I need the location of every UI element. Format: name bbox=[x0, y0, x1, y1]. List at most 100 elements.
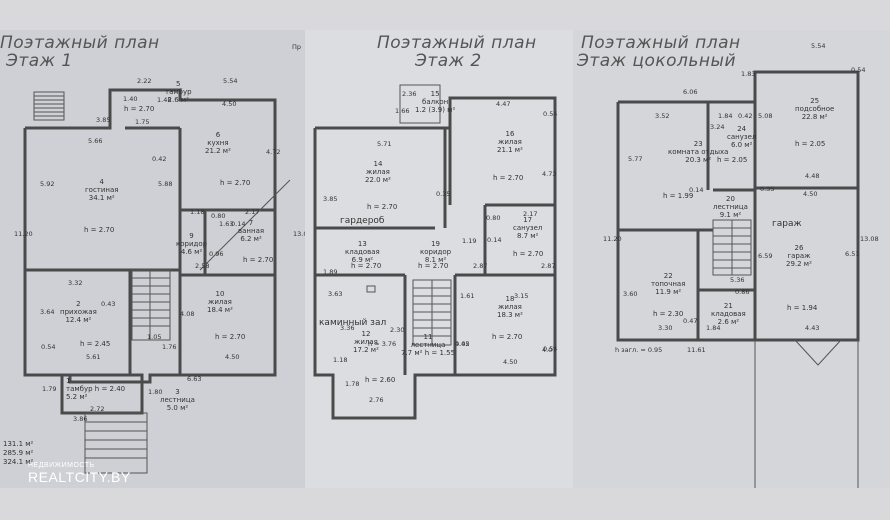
floor-plan-level-1: Поэтажный план Этаж 1 Пр bbox=[0, 30, 312, 488]
dim: 1.79 bbox=[42, 385, 57, 393]
dim: 2.17 bbox=[245, 208, 260, 216]
room-17-height: h = 2.70 bbox=[513, 250, 544, 258]
dim: 3.30 bbox=[658, 324, 673, 332]
dim: 11.61 bbox=[687, 346, 706, 354]
dim: 1.61 bbox=[460, 292, 475, 300]
dim: h = 3.76 bbox=[368, 340, 397, 348]
dim: 4.50 bbox=[803, 190, 818, 198]
dim: 3.15 bbox=[514, 292, 529, 300]
dim: 5.66 bbox=[88, 137, 103, 145]
dim: 1.84 bbox=[718, 112, 733, 120]
room-25-height: h = 2.05 bbox=[795, 140, 826, 148]
dim: 6.51 bbox=[845, 250, 860, 258]
dim: 1.89 bbox=[323, 268, 338, 276]
dim: 4.05 bbox=[455, 340, 470, 348]
garage-door-icon bbox=[794, 339, 842, 366]
dim: 4.73 bbox=[542, 170, 557, 178]
dim: 4.50 bbox=[225, 353, 240, 361]
room-19-height: h = 2.70 bbox=[418, 262, 449, 270]
garage-label: гараж bbox=[772, 219, 802, 229]
dim: 0.42 bbox=[455, 340, 470, 348]
dim: 3.85 bbox=[96, 116, 111, 124]
dim: 1.66 bbox=[395, 107, 410, 115]
dim: 1.63 bbox=[219, 220, 234, 228]
dim: 1.18 bbox=[190, 208, 205, 216]
dim: 0.54 bbox=[851, 66, 866, 74]
dim: 5.36 bbox=[730, 276, 745, 284]
dim: 2.58 bbox=[195, 262, 210, 270]
dim: 0.54 bbox=[41, 343, 56, 351]
fireplace-icon bbox=[366, 285, 376, 293]
dim: 4.08 bbox=[180, 310, 195, 318]
dim: 2.30 bbox=[390, 326, 405, 334]
dim: 1.40 bbox=[123, 95, 138, 103]
dim: 0.47 bbox=[683, 317, 698, 325]
dim: 2.76 bbox=[369, 396, 384, 404]
room-4-height: h = 2.70 bbox=[84, 226, 115, 234]
room-22-height: h = 2.30 bbox=[653, 310, 684, 318]
sheet3-title: Поэтажный план bbox=[581, 33, 741, 53]
dim: 1.76 bbox=[162, 343, 177, 351]
stair-20-icon bbox=[712, 219, 752, 276]
room-14-height: h = 2.70 bbox=[367, 203, 398, 211]
dim: 1.19 bbox=[462, 237, 477, 245]
dim: 3.24 bbox=[710, 123, 725, 131]
room-13-height: h = 2.70 bbox=[351, 262, 382, 270]
dim: 0.54 bbox=[543, 345, 558, 353]
dim: 4.50 bbox=[503, 358, 518, 366]
dim: 5.88 bbox=[158, 180, 173, 188]
dim: 2.87 bbox=[541, 262, 556, 270]
plan-drawing-2 bbox=[313, 84, 557, 420]
front-steps-icon bbox=[84, 412, 148, 474]
dim: 1.18 bbox=[333, 356, 348, 364]
dim: 0.96 bbox=[209, 250, 224, 258]
dim: 4.43 bbox=[805, 324, 820, 332]
dim: 5.92 bbox=[40, 180, 55, 188]
dim: 1.84 bbox=[706, 324, 721, 332]
sheet2-subtitle: Этаж 2 bbox=[415, 51, 482, 71]
dim: 2.22 bbox=[137, 77, 152, 85]
plan-drawing-3 bbox=[616, 70, 860, 488]
dim: 3.60 bbox=[623, 290, 638, 298]
room-16-height: h = 2.70 bbox=[493, 174, 524, 182]
dim: 6.59 bbox=[758, 252, 773, 260]
dim: 3.52 bbox=[655, 112, 670, 120]
dim: 0.35 bbox=[760, 185, 775, 193]
room-5-height: h = 2.70 bbox=[124, 105, 155, 113]
dim: 5.77 bbox=[628, 155, 643, 163]
dim: 4.07 bbox=[542, 346, 557, 354]
sheet1-subtitle: Этаж 1 bbox=[6, 51, 73, 71]
dim: 1.05 bbox=[147, 333, 162, 341]
dim: 5.54 bbox=[223, 77, 238, 85]
realtcity-watermark: НЕДВИЖИМОСТЬ REALTCITY.BY bbox=[28, 462, 131, 485]
dim: 11.20 bbox=[14, 230, 33, 238]
dim: 1.75 bbox=[135, 118, 150, 126]
sheet3-subtitle: Этаж цокольный bbox=[577, 51, 737, 71]
dim: 5.54 bbox=[811, 42, 826, 50]
dim: 0.14 bbox=[689, 186, 704, 194]
stair-11-icon bbox=[412, 279, 452, 346]
dim: 0.42 bbox=[738, 112, 753, 120]
dim: 0.42 bbox=[152, 155, 167, 163]
room-10-height: h = 2.70 bbox=[215, 333, 246, 341]
dim: 6.63 bbox=[187, 375, 202, 383]
